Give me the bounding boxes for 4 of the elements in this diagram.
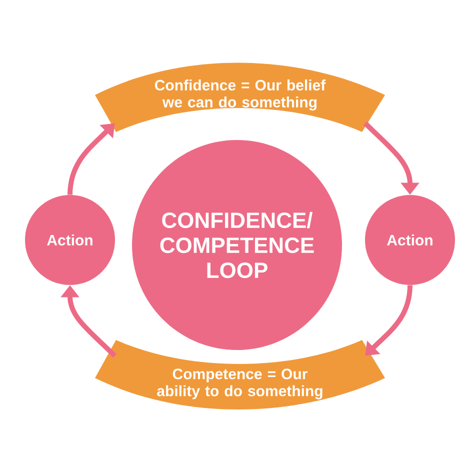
banner: Confidence = Our belief we can do something bbox=[95, 62, 385, 132]
arrow bbox=[68, 123, 115, 195]
arrow bbox=[365, 285, 412, 356]
banner: Competence = Our ability to do something bbox=[95, 340, 385, 410]
